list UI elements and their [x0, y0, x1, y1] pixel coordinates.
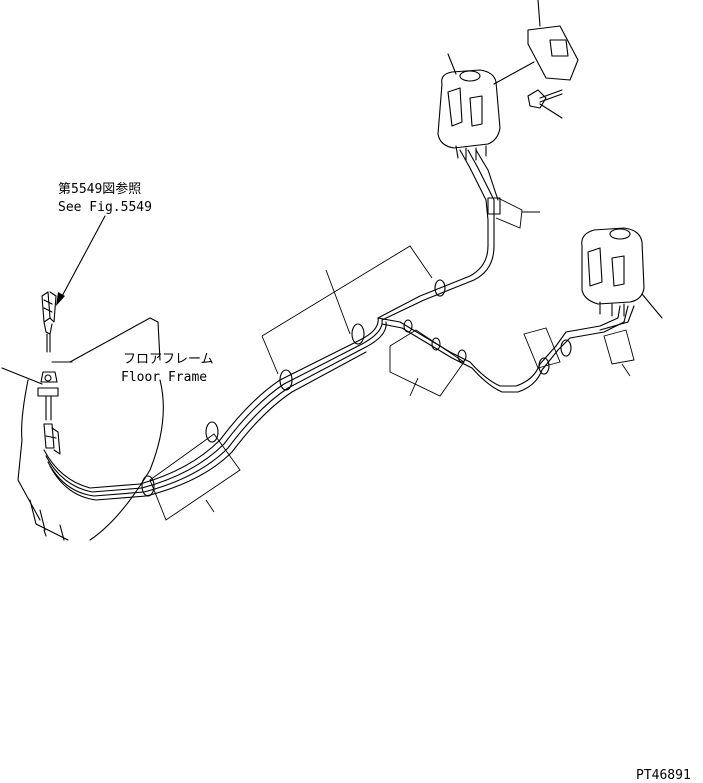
upper-bracket: [527, 0, 579, 81]
figure-code: PT46891: [636, 768, 691, 783]
reference-label-en: See Fig.5549: [58, 200, 152, 215]
right-reservoir-tank: [581, 227, 645, 317]
upper-hose-run: [377, 149, 501, 321]
right-hose-run: [377, 305, 635, 393]
floor-frame-label-jp: フロアフレーム: [123, 352, 214, 367]
floor-frame-label-en: Floor Frame: [121, 370, 207, 385]
leader-connector: [1, 367, 43, 385]
reference-arrow: [56, 215, 106, 306]
hose-clips: [141, 279, 572, 497]
mounting-bolt: [527, 89, 563, 109]
leader-bracket: [493, 61, 535, 85]
leader-bolt: [539, 103, 563, 119]
callout-boxes: [149, 197, 635, 521]
leader-upper-tank: [447, 53, 457, 75]
upper-reservoir-tank: [437, 69, 501, 161]
floor-frame-outline: [17, 317, 164, 541]
connector-fitting: [37, 291, 61, 455]
reference-label-jp: 第5549図参照: [58, 181, 141, 197]
leader-right-tank: [641, 293, 663, 319]
main-hose-bundle: [43, 317, 387, 501]
